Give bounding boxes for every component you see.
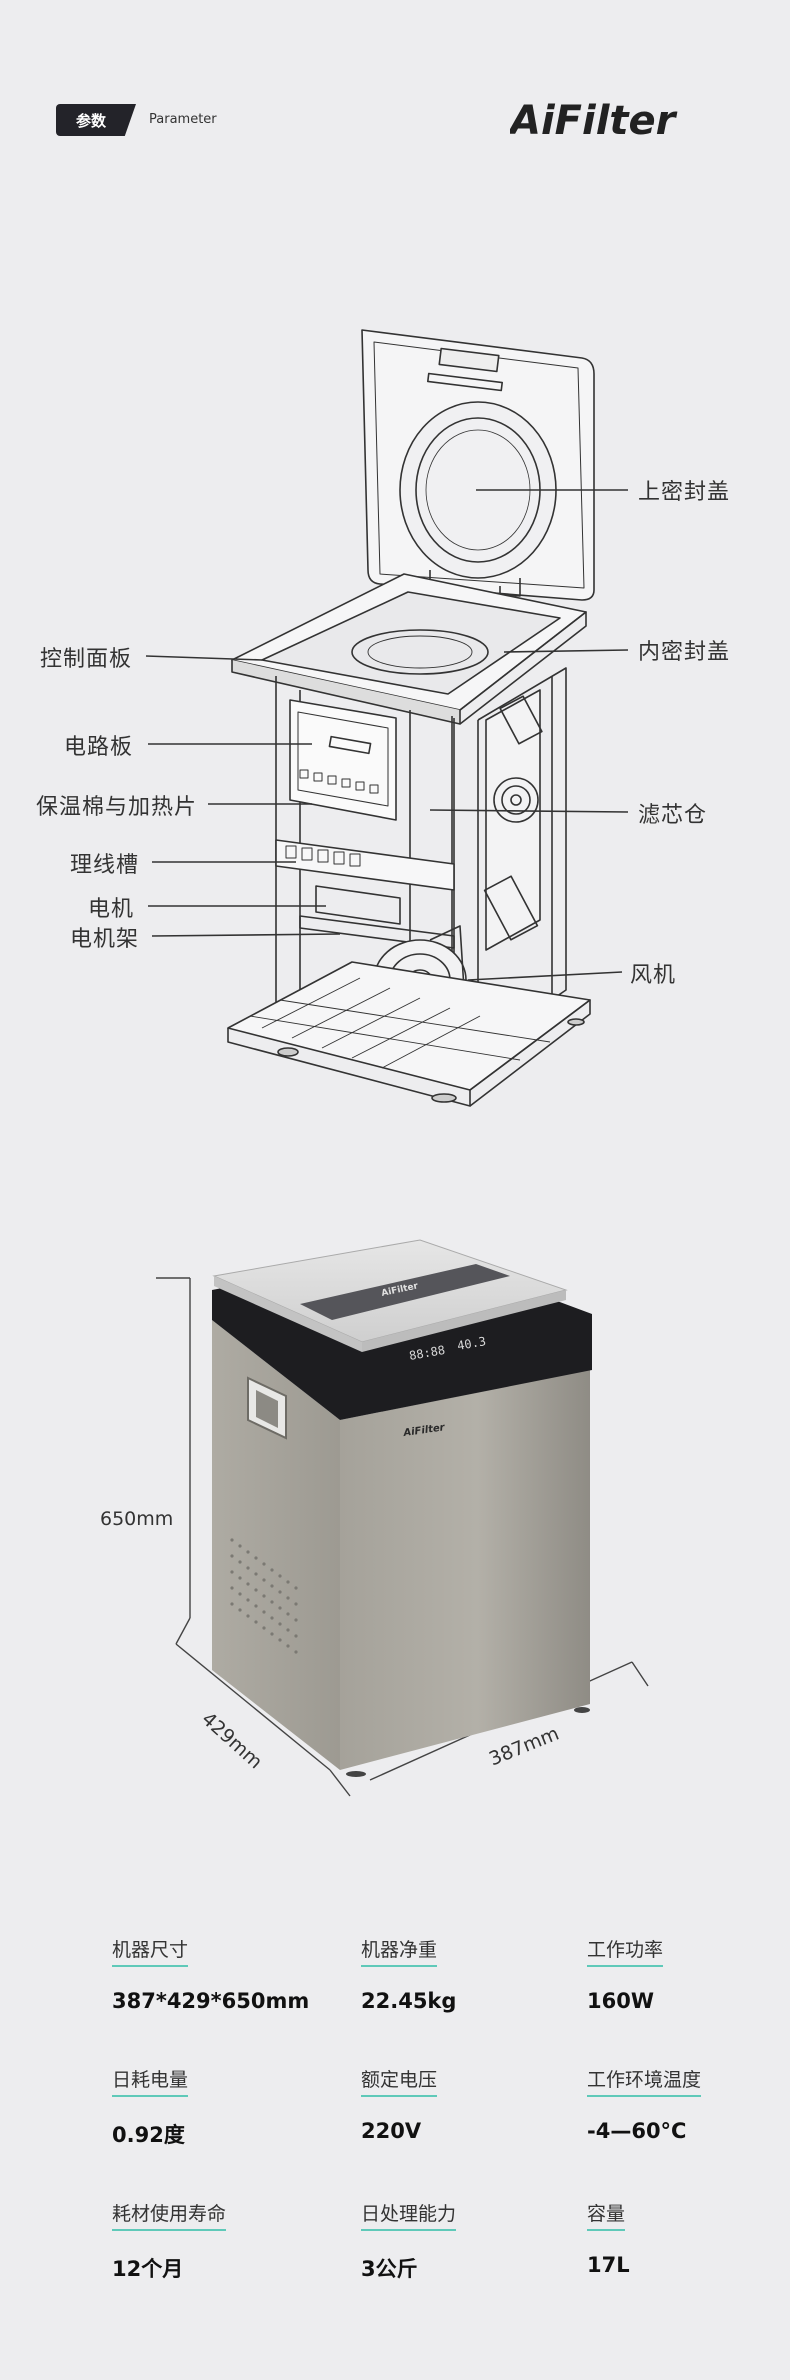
product-side-face	[212, 1320, 340, 1770]
callout-cable-trough: 理线槽	[70, 853, 140, 878]
spec-label: 工作环境温度	[587, 2065, 702, 2097]
spec-item: 日耗电量 0.92度	[112, 2065, 189, 2149]
product-front-face	[340, 1370, 590, 1770]
lid-drawing	[361, 329, 595, 601]
product-dimensions: AiFilter 88:88 40.3 AiFilter 650mm 429mm…	[0, 1230, 790, 1870]
spec-grid: 机器尺寸 387*429*650mm 机器净重 22.45kg 工作功率 160…	[0, 1935, 790, 2281]
callout-fan: 风机	[630, 963, 677, 988]
height-dimension: 650mm	[100, 1508, 174, 1530]
spec-label: 日处理能力	[361, 2199, 457, 2231]
spec-item: 机器净重 22.45kg	[361, 1935, 456, 2013]
callout-circuit-board: 电路板	[64, 735, 134, 760]
spec-label: 容量	[587, 2199, 626, 2231]
spec-value: 220V	[361, 2119, 422, 2143]
callout-motor-frame: 电机架	[70, 927, 140, 952]
top-frame-drawing	[231, 573, 587, 725]
spec-value: 387*429*650mm	[112, 1989, 310, 2013]
page-header: 参数 Parameter AiFilter	[0, 0, 790, 200]
callout-filter-chamber: 滤芯仓	[638, 803, 708, 828]
lid-stripe	[300, 1264, 510, 1320]
callout-motor: 电机	[88, 897, 135, 922]
spec-value: 0.92度	[112, 2123, 185, 2147]
display-right: 40.3	[456, 1334, 487, 1353]
spec-label: 机器净重	[361, 1935, 438, 1967]
section-subtitle: Parameter	[149, 112, 217, 127]
callout-inner-seal: 内密封盖	[638, 640, 731, 665]
callout-control-panel: 控制面板	[40, 647, 133, 672]
spec-value: 17L	[587, 2253, 630, 2277]
spec-value: 22.45kg	[361, 1989, 457, 2013]
exploded-diagram: 上密封盖 控制面板 内密封盖 电路板 保温棉与加热片 滤芯仓 理线槽 电机 电机…	[0, 300, 790, 1120]
spec-item: 机器尺寸 387*429*650mm	[112, 1935, 309, 2013]
display-left: 88:88	[408, 1343, 446, 1363]
spec-item: 工作功率 160W	[587, 1935, 664, 2013]
spec-item: 额定电压 220V	[361, 2065, 438, 2143]
spec-item: 日处理能力 3公斤	[361, 2199, 457, 2283]
spec-value: 12个月	[112, 2257, 184, 2281]
spec-item: 工作环境温度 -4—60°C	[587, 2065, 702, 2143]
spec-label: 机器尺寸	[112, 1935, 189, 1967]
spec-label: 日耗电量	[112, 2065, 189, 2097]
spec-label: 工作功率	[587, 1935, 664, 1967]
spec-item: 耗材使用寿命 12个月	[112, 2199, 227, 2283]
vent-holes	[230, 1538, 298, 1654]
spec-item: 容量 17L	[587, 2199, 630, 2277]
spec-value: 3公斤	[361, 2257, 418, 2281]
spec-value: -4—60°C	[587, 2119, 687, 2143]
section-tag: 参数	[56, 104, 136, 136]
spec-label: 耗材使用寿命	[112, 2199, 227, 2231]
spec-label: 额定电压	[361, 2065, 438, 2097]
callout-insulation-heater: 保温棉与加热片	[36, 795, 198, 820]
brand-logo-text: AiFilter	[510, 100, 678, 140]
product-illustration: AiFilter 88:88 40.3 AiFilter	[156, 1239, 649, 1797]
exploded-drawing	[145, 329, 629, 1107]
base-tray-drawing	[227, 961, 591, 1107]
leader-lines	[145, 489, 629, 981]
spec-value: 160W	[587, 1989, 654, 2013]
brand-logo: AiFilter	[510, 100, 678, 140]
callout-top-seal: 上密封盖	[638, 480, 731, 505]
